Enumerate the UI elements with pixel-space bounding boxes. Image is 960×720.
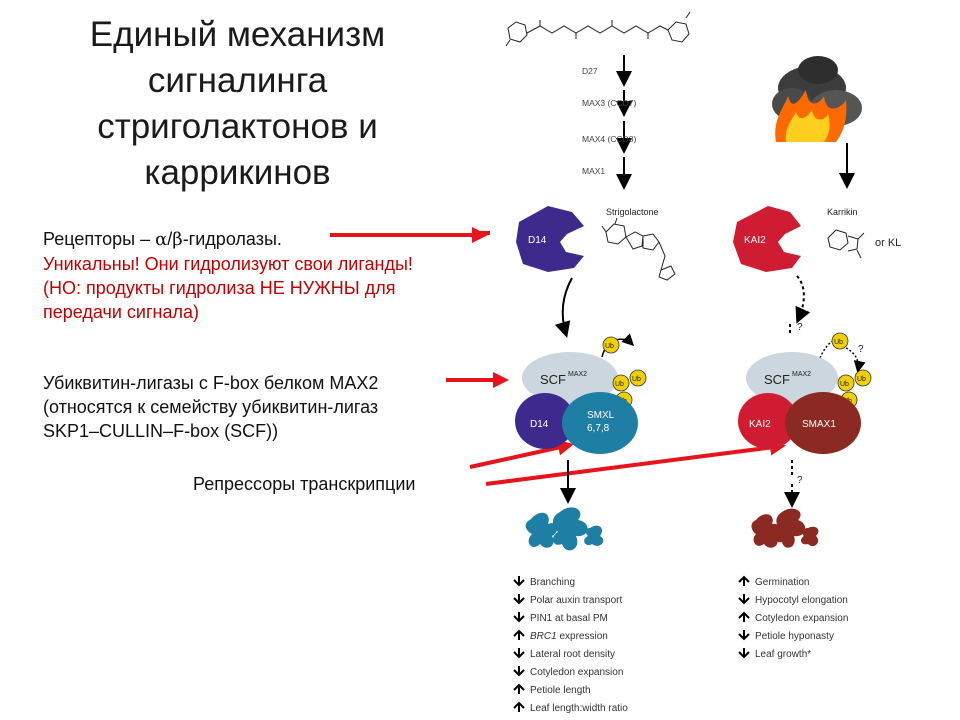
down-arrow-icon (513, 612, 525, 623)
receptors-line-2: Уникальны! Они гидролизуют свои лиганды! (43, 254, 413, 274)
down-arrow-icon (513, 648, 525, 659)
receptors-line-1: Рецепторы – α/β-гидролазы. (43, 229, 282, 250)
d14-to-complex-arrow (554, 277, 573, 338)
effect-item: Petiole length (530, 685, 591, 696)
effect-item: BRC1 expression (530, 631, 608, 642)
down-arrow-icon (513, 594, 525, 605)
ub-label: Ub (857, 376, 866, 383)
up-arrow-icon (738, 575, 750, 586)
title-line: Единый механизм (89, 15, 386, 54)
scf-label-left: SCF (540, 372, 566, 387)
kai2-complex-label: KAI2 (749, 419, 771, 430)
biosynthesis-pathway: D27 MAX3 (CCD7) MAX4 (CCD8) MAX1 (582, 55, 636, 190)
ub-label: Ub (605, 343, 614, 350)
left-scf-complex: SCF MAX2 Ub Ub Ub Ub D14 SMXL 6,7,8 (515, 336, 647, 454)
step-max1: MAX1 (582, 166, 605, 176)
d14-label: D14 (528, 235, 547, 246)
karrikin-label: Karrikin (827, 207, 858, 217)
smxl-numbers: 6,7,8 (587, 423, 610, 434)
smxl-degraded-fragments (525, 507, 604, 551)
ubiquitin-line: (относятся к семейству убиквитин-лигаз (43, 397, 379, 417)
up-arrow-icon (513, 701, 525, 712)
effect-item: Branching (530, 577, 575, 588)
smxl-pointer-arrow (469, 439, 574, 469)
ub-label: Ub (834, 339, 843, 346)
receptors-note: Рецепторы – α/β-гидролазы. Уникальны! Он… (43, 227, 513, 324)
down-arrow-icon (738, 630, 750, 641)
smxl-label: SMXL (587, 410, 615, 421)
smax1-pointer-arrow (485, 439, 786, 486)
karrikin-structure (827, 229, 865, 259)
effect-item: Petiole hyponasty (755, 631, 834, 642)
kai2-to-complex-arrow (795, 275, 811, 324)
ubiquitin-line: SKP1–CULLIN–F-box (SCF)) (43, 421, 279, 441)
down-arrow-icon (513, 666, 525, 677)
d14-receptor: D14 (516, 206, 584, 272)
smax1-degraded-fragments (751, 508, 819, 548)
question-mark: ? (797, 322, 803, 333)
effect-item: Lateral root density (530, 649, 615, 660)
ub-label: Ub (840, 381, 849, 388)
up-arrow-icon (738, 611, 750, 622)
effect-item: Hypocotyl elongation (755, 595, 848, 606)
up-arrow-icon (513, 629, 525, 640)
receptors-line-4: передачи сигнала) (43, 302, 200, 322)
effect-item: Cotyledon expansion (530, 667, 623, 678)
kai2-receptor: KAI2 (733, 206, 801, 272)
down-arrow-icon (738, 594, 750, 605)
ubiquitin-note: Убиквитин-лигазы с F-box белком MAX2 (от… (43, 371, 463, 443)
effect-item: Cotyledon expansion (755, 613, 848, 624)
down-arrow-icon (513, 576, 525, 587)
smax1-label: SMAX1 (802, 419, 836, 430)
effect-item: Germination (755, 577, 809, 588)
scf-label-right: SCF (764, 372, 790, 387)
effect-item: Polar auxin transport (530, 595, 622, 606)
step-d27: D27 (582, 66, 598, 76)
ubiquitin-line: Убиквитин-лигазы с F-box белком MAX2 (43, 373, 379, 393)
effect-item: Leaf length:width ratio (530, 703, 628, 714)
or-kl-label: or KL (875, 237, 901, 249)
title-line: каррикинов (144, 153, 331, 192)
ub-label: Ub (632, 376, 641, 383)
strigolactone-label: Strigolactone (606, 207, 659, 217)
repressors-note: Репрессоры транскрипции (193, 474, 416, 494)
carotenoid-structure (505, 11, 691, 47)
step-max3: MAX3 (CCD7) (582, 98, 636, 108)
down-arrow-icon (738, 648, 750, 659)
question-mark: ? (858, 344, 864, 355)
effect-item: Leaf growth* (755, 649, 811, 660)
d14-complex-label: D14 (530, 419, 549, 430)
strigolactone-structure (601, 217, 676, 281)
slide-title: Единый механизм сигналинга стриголактоно… (60, 12, 415, 196)
ub-label: Ub (615, 381, 624, 388)
step-max4: MAX4 (CCD8) (582, 134, 636, 144)
scf-sup-right: MAX2 (792, 371, 811, 378)
up-arrow-icon (513, 683, 525, 694)
receptors-line-3: (НО: продукты гидролиза НЕ НУЖНЫ для (43, 278, 396, 298)
ub-transfer-arrowhead-right (845, 347, 866, 373)
right-scf-complex: SCF MAX2 Ub Ub Ub Ub KAI2 SMAX1 (738, 332, 872, 454)
effect-item: PIN1 at basal PM (530, 613, 608, 624)
title-line: стриголактонов и (97, 107, 378, 146)
title-line: сигналинга (147, 61, 328, 100)
scf-sup-left: MAX2 (568, 371, 587, 378)
smoke-fire-icon (772, 56, 862, 142)
question-mark: ? (797, 475, 803, 486)
kai2-label: KAI2 (744, 235, 766, 246)
